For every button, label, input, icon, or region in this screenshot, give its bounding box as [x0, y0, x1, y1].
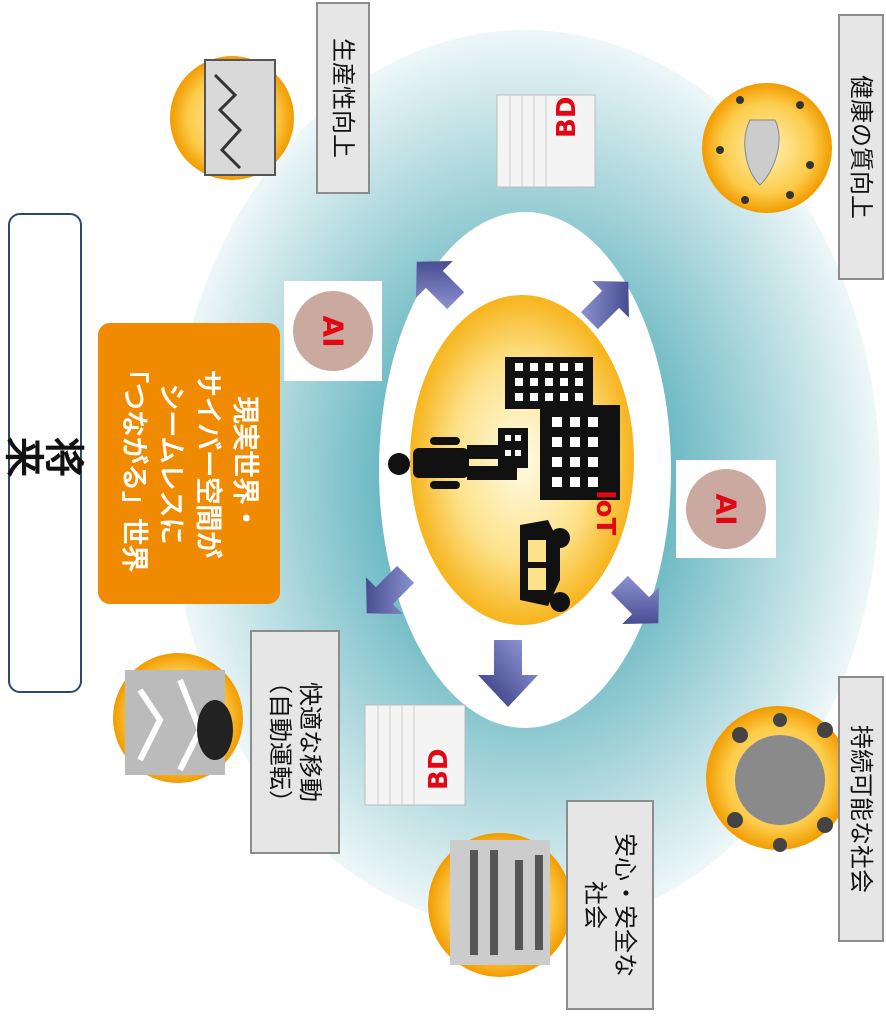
label-mobility-line2: （自動運転）	[265, 670, 295, 814]
label-sustainable-text: 持続可能な社会	[846, 725, 876, 893]
headline-line-2: サイバー空間が	[189, 356, 226, 572]
bd-label-bottom: BD	[424, 749, 454, 790]
title-frame: 将来	[8, 213, 82, 693]
label-health: 健康の質向上	[838, 14, 884, 280]
label-safety-text: 安心・安全な 社会	[580, 833, 640, 977]
label-mobility: 快適な移動 （自動運転）	[250, 630, 340, 854]
page-title: 将来	[5, 424, 85, 482]
brain-icon: AI	[293, 291, 373, 371]
ai-card-right: AI	[676, 460, 776, 558]
label-safety-line1: 安心・安全な	[610, 833, 640, 977]
label-mobility-line1: 快適な移動	[295, 670, 325, 814]
label-productivity-text: 生産性向上	[328, 38, 358, 158]
label-mobility-text: 快適な移動 （自動運転）	[265, 670, 325, 814]
label-health-text: 健康の質向上	[846, 75, 876, 219]
headline-line-1: 現実世界・	[226, 356, 263, 572]
brain-icon: AI	[686, 469, 766, 549]
ai-label-top: AI	[317, 315, 350, 347]
ai-card-top: AI	[284, 281, 382, 381]
label-productivity: 生産性向上	[316, 2, 370, 194]
label-safety: 安心・安全な 社会	[566, 800, 654, 1010]
ai-label-right: AI	[710, 493, 743, 525]
iot-label: IoT	[590, 490, 620, 535]
label-safety-line2: 社会	[580, 833, 610, 977]
headline-line-3: シームレスに	[152, 356, 189, 572]
headline-box: 現実世界・ サイバー空間が シームレスに 「つながる」世界	[98, 323, 280, 604]
bd-label-top: BD	[552, 97, 582, 138]
label-sustainable: 持続可能な社会	[838, 676, 884, 942]
headline-line-4: 「つながる」世界	[115, 356, 152, 572]
